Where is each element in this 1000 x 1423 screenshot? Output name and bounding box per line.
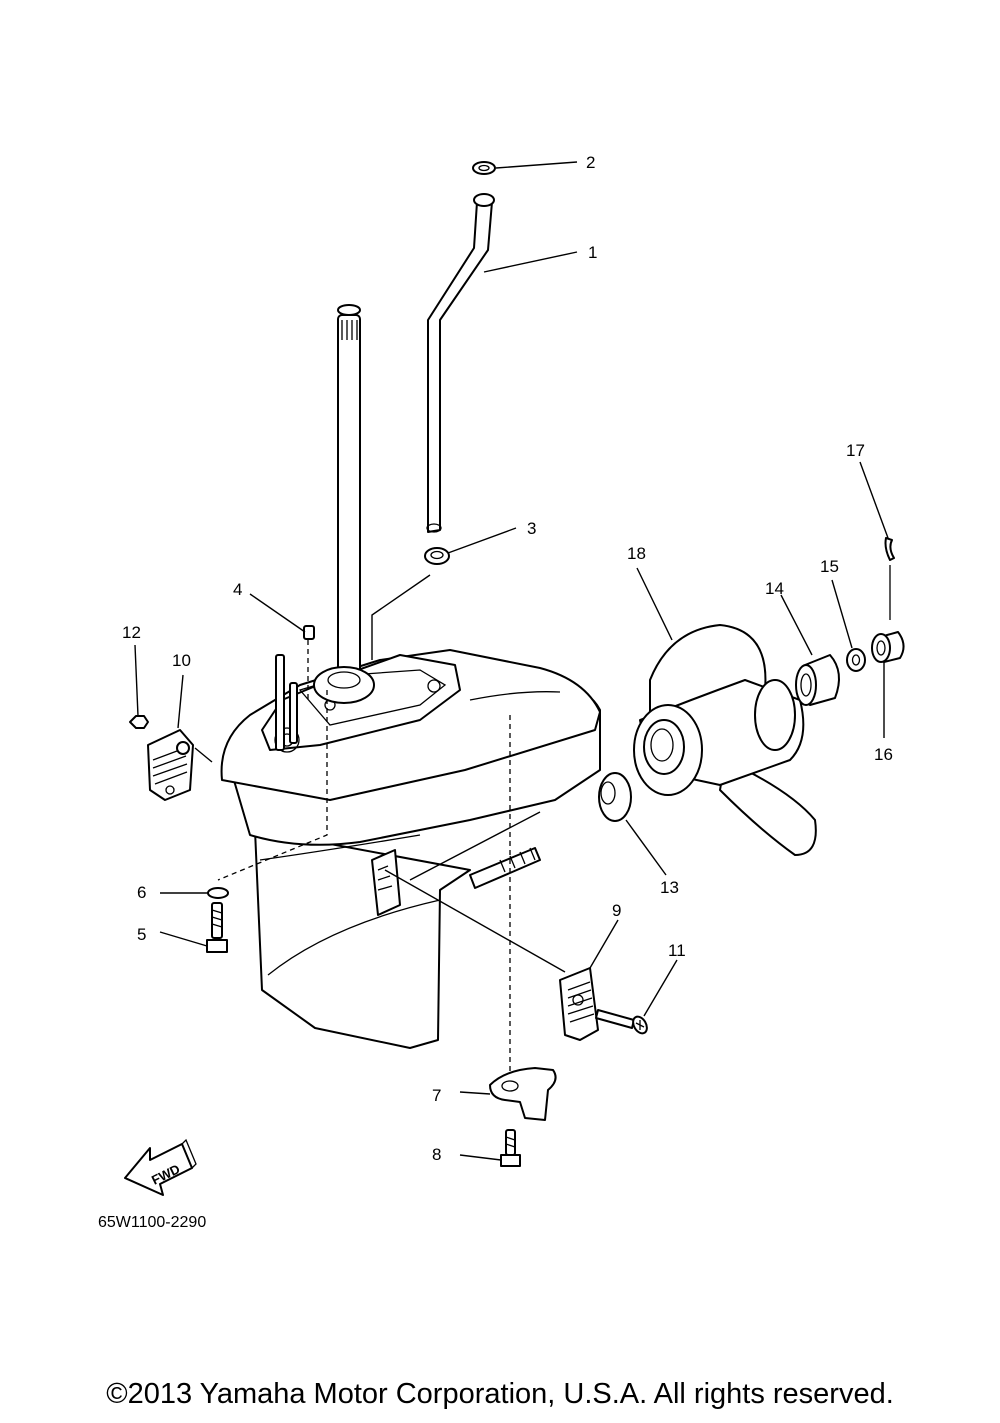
part-14-spacer — [795, 654, 840, 706]
assembly-lines — [217, 640, 511, 1075]
callout-5: 5 — [137, 925, 146, 944]
callout-8: 8 — [432, 1145, 441, 1164]
callout-1: 1 — [588, 243, 597, 262]
copyright-notice: ©2013 Yamaha Motor Corporation, U.S.A. A… — [106, 1378, 894, 1410]
callout-11: 11 — [668, 941, 686, 960]
callout-2: 2 — [586, 153, 595, 172]
drive-shaft — [313, 304, 375, 704]
part-11-screw — [595, 1009, 648, 1035]
shift-rod — [275, 654, 298, 751]
fwd-arrow-icon: FWD — [124, 1138, 197, 1196]
callout-3: 3 — [527, 519, 536, 538]
part-8-bolt — [500, 1129, 521, 1167]
propeller-shaft — [469, 847, 541, 889]
callout-labels: 1 2 3 4 5 6 7 8 9 10 11 12 13 14 15 16 1… — [122, 153, 893, 1164]
part-15-washer — [846, 648, 866, 672]
part-9-cover — [559, 967, 599, 1041]
part-7-trim-tab — [489, 1067, 557, 1121]
part-10-cover — [147, 729, 194, 801]
part-17-cotter-pin — [884, 537, 895, 620]
callout-18: 18 — [627, 544, 646, 563]
part-4-dowel — [303, 625, 315, 640]
callout-12: 12 — [122, 623, 141, 642]
part-3-grommet — [424, 547, 450, 565]
part-13-washer — [598, 772, 632, 822]
part-12-nut — [129, 715, 149, 729]
callout-14: 14 — [765, 579, 784, 598]
callout-13: 13 — [660, 878, 679, 897]
callout-6: 6 — [137, 883, 146, 902]
part-18-propeller — [633, 624, 817, 856]
part-6-washer — [207, 887, 229, 899]
callout-4: 4 — [233, 580, 242, 599]
leader-lines — [134, 161, 889, 1161]
water-tube — [427, 201, 493, 533]
diagram-code: 65W1100-2290 — [98, 1214, 206, 1231]
callout-16: 16 — [874, 745, 893, 764]
callout-10: 10 — [172, 651, 191, 670]
callout-17: 17 — [846, 441, 865, 460]
callout-9: 9 — [612, 901, 621, 920]
part-2-ring — [472, 161, 496, 175]
callout-7: 7 — [432, 1086, 441, 1105]
part-16-nut — [871, 631, 905, 663]
callout-15: 15 — [820, 557, 839, 576]
part-5-bolt — [206, 902, 228, 953]
